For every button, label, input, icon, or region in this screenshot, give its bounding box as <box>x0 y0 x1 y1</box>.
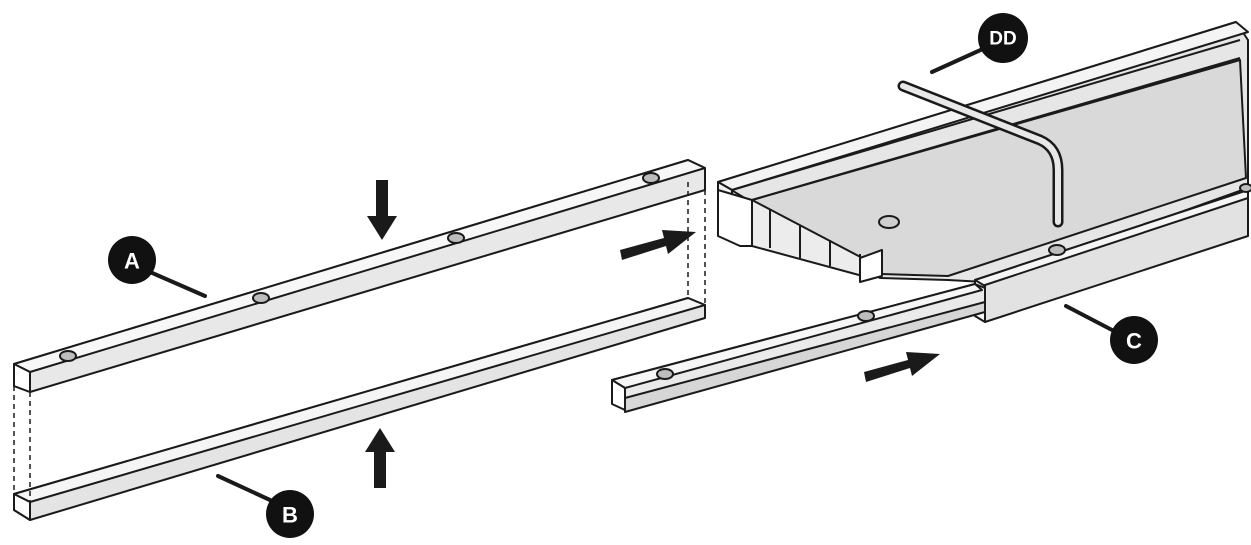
main-extrusion-beam <box>717 21 1249 283</box>
callout-b-label: B <box>282 503 298 528</box>
sliding-bar <box>611 283 986 413</box>
callout-leaders <box>148 46 1114 502</box>
arrow-up-icon <box>365 428 395 488</box>
callout-c-label: C <box>1126 329 1142 354</box>
alignment-guides <box>13 182 706 502</box>
arrow-right-icon <box>864 352 940 382</box>
callout-dd: DD <box>978 13 1028 63</box>
arrow-down-icon <box>367 180 397 240</box>
callout-a: A <box>108 236 156 284</box>
part-dd-hex-key <box>897 80 1064 228</box>
callout-dd-label: DD <box>989 29 1016 50</box>
callout-c: C <box>1110 316 1158 364</box>
part-b-bottom-strip <box>13 297 706 521</box>
callout-a-label: A <box>124 249 140 274</box>
arrow-right-icon <box>620 230 696 260</box>
callout-b: B <box>266 490 314 538</box>
